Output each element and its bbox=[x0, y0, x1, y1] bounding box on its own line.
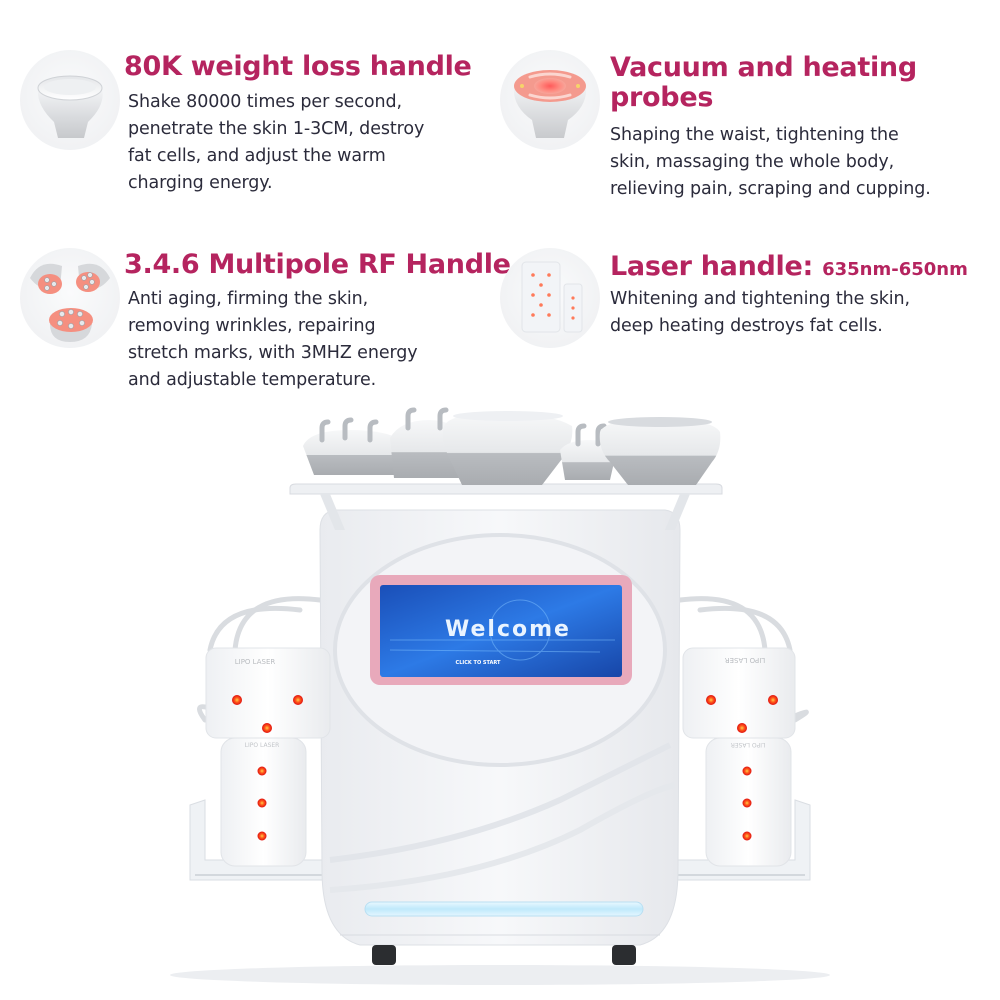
svg-text:LIPO LASER: LIPO LASER bbox=[235, 658, 276, 666]
vacuum-probe-icon bbox=[500, 50, 600, 150]
led-light-bar bbox=[364, 901, 644, 917]
multipole-rf-heads-icon bbox=[20, 248, 120, 348]
probe-vacuum-right bbox=[599, 417, 721, 485]
feature-description: Whitening and tightening the skin, deep … bbox=[610, 289, 911, 336]
probe-rf-small bbox=[560, 423, 615, 480]
feature-title: 3.4.6 Multipole RF Handle bbox=[124, 249, 511, 280]
svg-text:LIPO LASER: LIPO LASER bbox=[245, 742, 280, 749]
feature-title: Vacuum and heating probes bbox=[610, 52, 917, 113]
body-sculpting-machine: Welcome CLICK TO START bbox=[0, 400, 1000, 1000]
feature-title: 80K weight loss handle bbox=[124, 51, 472, 82]
lipo-laser-pads-icon bbox=[500, 248, 600, 348]
feature-description: Shaping the waist, tightening the skin, … bbox=[610, 125, 931, 199]
feature-description: Shake 80000 times per second, penetrate … bbox=[128, 92, 425, 193]
feature-description: Anti aging, firming the skin, removing w… bbox=[128, 289, 418, 390]
touch-screen bbox=[380, 585, 622, 677]
feature-title: Laser handle: 635nm-650nm bbox=[610, 251, 968, 282]
ultrasonic-cavitation-head-icon bbox=[20, 50, 120, 150]
left-lipo-laser-pad-large: LIPO LASER bbox=[205, 647, 331, 739]
screen-start-text: CLICK TO START bbox=[456, 660, 502, 666]
probe-rf-left bbox=[303, 417, 410, 475]
screen-welcome-text: Welcome bbox=[445, 617, 571, 642]
svg-text:LIPO LASER: LIPO LASER bbox=[731, 741, 766, 748]
right-lipo-laser-pad-large: LIPO LASER bbox=[682, 647, 796, 739]
right-lipo-laser-pad-small: LIPO LASER bbox=[705, 737, 792, 867]
left-lipo-laser-pad-small: LIPO LASER bbox=[220, 737, 307, 867]
probe-cavitation-center bbox=[442, 411, 573, 485]
svg-text:LIPO LASER: LIPO LASER bbox=[725, 656, 766, 664]
